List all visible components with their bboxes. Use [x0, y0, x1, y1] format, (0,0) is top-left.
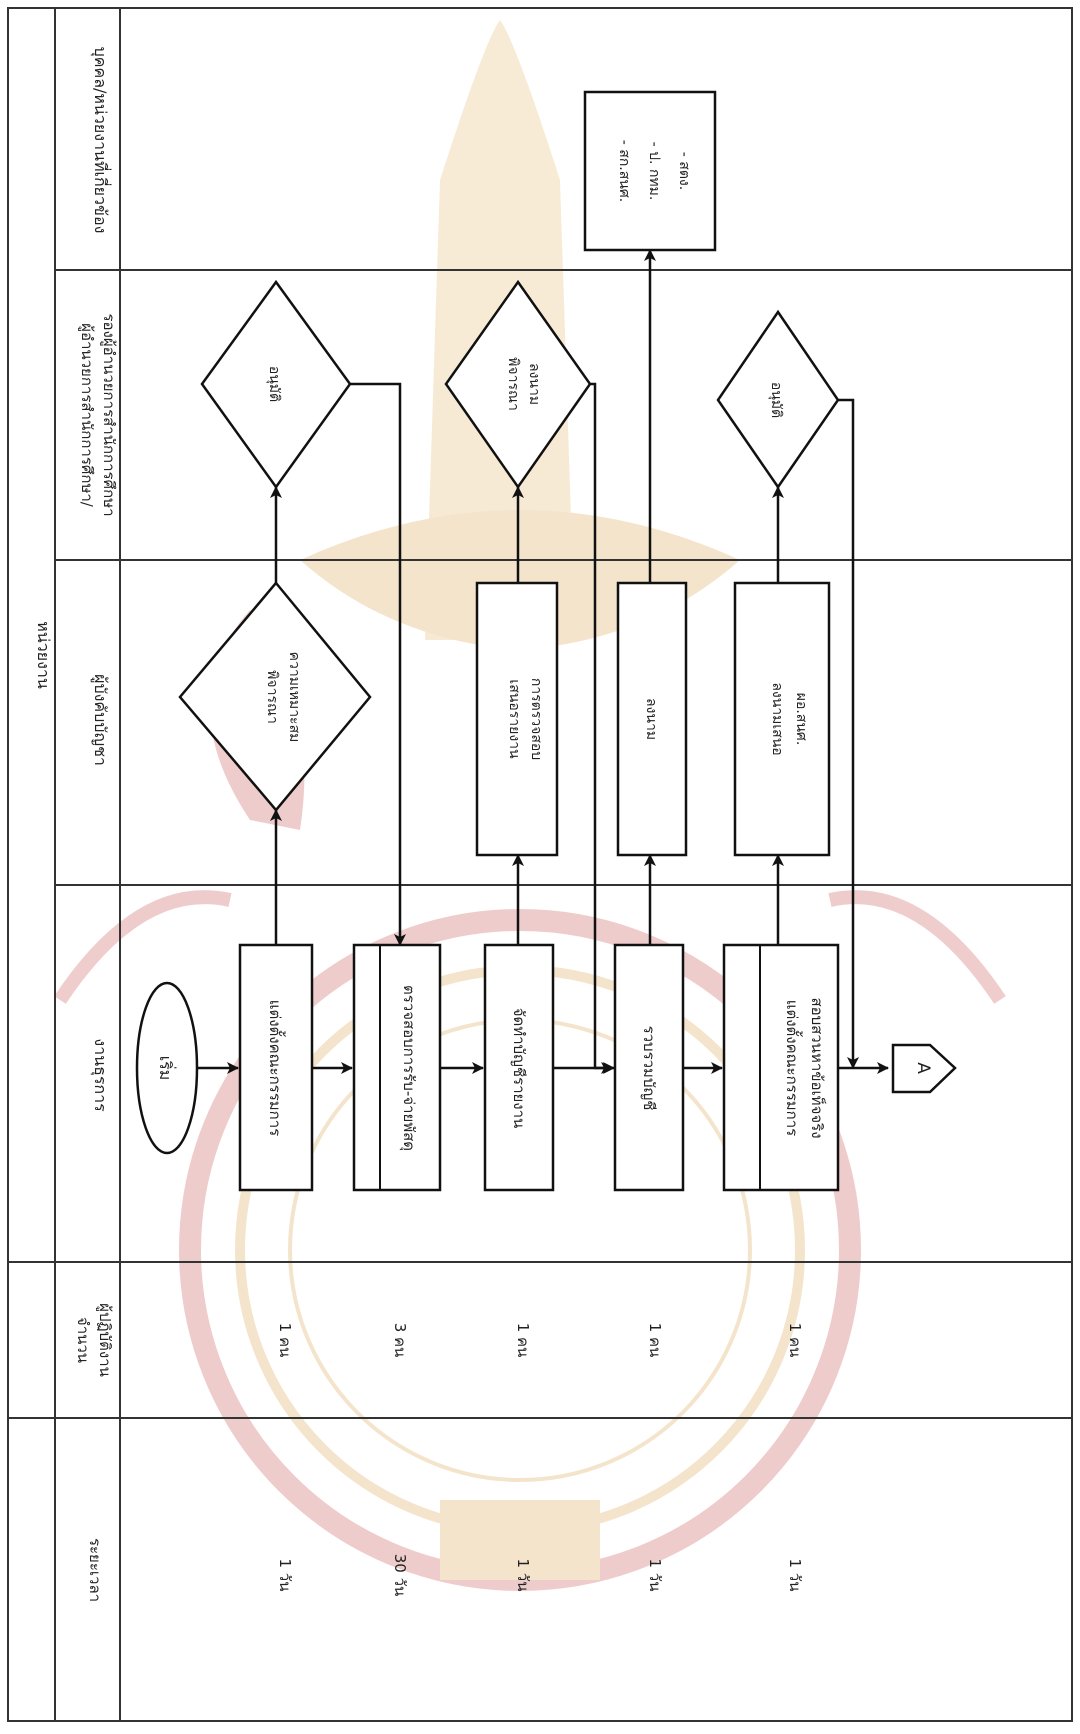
step-prepare-report: จัดทำบัญชีรายงาน [485, 945, 553, 1190]
svg-text:ผอ.สนศ.: ผอ.สนศ. [793, 693, 809, 746]
svg-text:- สก.สนศ.: - สก.สนศ. [616, 140, 632, 202]
decision-approve-2: อนุมัติ [718, 312, 838, 487]
staff-value: 1 คน [646, 1323, 664, 1358]
step-present-report: เสนอรายงาน การตรวจสอบ [477, 583, 557, 855]
svg-text:สอบสวนหาข้อเท็จจริง: สอบสวนหาข้อเท็จจริง [808, 997, 827, 1138]
svg-text:เสนอรายงาน: เสนอรายงาน [506, 679, 522, 759]
svg-text:รวบรวมบัญชี: รวบรวมบัญชี [640, 1026, 658, 1111]
decision-approve-1: อนุมัติ [202, 282, 350, 487]
step-appoint-fact-finding: แต่งตั้งคณะกรรมการ สอบสวนหาข้อเท็จจริง [724, 945, 838, 1190]
svg-text:A: A [913, 1062, 933, 1074]
connector-a: A [893, 1045, 955, 1092]
staff-value: 1 คน [276, 1323, 294, 1358]
staff-header-2: ผู้ปฏิบัติงาน [96, 1303, 114, 1377]
lane-header-director-2: รองผู้อำนวยการสำนักการศึกษา [100, 313, 118, 516]
svg-text:- ป. กทม.: - ป. กทม. [646, 142, 662, 201]
svg-text:อนุมัติ: อนุมัติ [266, 366, 282, 402]
svg-text:แต่งตั้งคณะกรรมการ: แต่งตั้งคณะกรรมการ [783, 1000, 803, 1136]
svg-text:พิจารณา: พิจารณา [505, 357, 521, 411]
step-sign: ลงนาม [618, 583, 686, 855]
svg-text:ลงนาม: ลงนาม [643, 698, 659, 740]
svg-text:จัดทำบัญชีรายงาน: จัดทำบัญชีรายงาน [510, 1008, 528, 1129]
recipients-box: - สก.สนศ. - ป. กทม. - สตง. [585, 92, 715, 250]
svg-text:เริ่ม: เริ่ม [156, 1056, 177, 1081]
svg-text:ลงนาม: ลงนาม [526, 363, 542, 405]
svg-text:พิจารณา: พิจารณา [264, 670, 280, 724]
svg-text:ลงนามเสนอ: ลงนามเสนอ [769, 682, 785, 755]
svg-text:ความเหมาะสม: ความเหมาะสม [286, 652, 302, 743]
duration-value: 1 วัน [276, 1559, 294, 1592]
step-check-receipts: ตรวจสอบการรับ-จ่ายพัสดุ [354, 945, 440, 1190]
step-sign-present: ลงนามเสนอ ผอ.สนศ. [735, 583, 829, 855]
duration-value: 1 วัน [646, 1559, 664, 1592]
duration-value: 1 วัน [514, 1559, 532, 1592]
lane-header-director-1: ผู้อำนวยการสำนักการศึกษา/ [78, 323, 96, 508]
staff-value: 3 คน [391, 1323, 409, 1358]
svg-text:การตรวจสอบ: การตรวจสอบ [528, 678, 544, 760]
svg-text:ตรวจสอบการรับ-จ่ายพัสดุ: ตรวจสอบการรับ-จ่ายพัสดุ [399, 985, 418, 1151]
svg-text:- สตง.: - สตง. [676, 152, 692, 190]
svg-text:อนุมัติ: อนุมัติ [768, 382, 784, 418]
decision-consider-fit: พิจารณา ความเหมาะสม [180, 583, 370, 810]
step-compile-list: รวบรวมบัญชี [615, 945, 683, 1190]
duration-value: 1 วัน [786, 1559, 804, 1592]
start-node: เริ่ม [137, 983, 197, 1153]
lane-header-related: บุคคล/หน่วยงานที่เกี่ยวข้อง [90, 47, 112, 234]
duration-value: 30 วัน [391, 1554, 409, 1597]
lane-header-supervisor: ผู้บังคับบัญชา [90, 674, 110, 766]
duration-header: ระยะเวลา [86, 1538, 104, 1602]
staff-value: 1 คน [786, 1323, 804, 1358]
svg-text:แต่งตั้งคณะกรรมการ: แต่งตั้งคณะกรรมการ [266, 1000, 286, 1136]
staff-header-1: จำนวน [74, 1317, 92, 1363]
step-appoint-committee: แต่งตั้งคณะกรรมการ [240, 945, 312, 1190]
unit-header: หน่วยงาน [34, 621, 53, 689]
staff-value: 1 คน [514, 1323, 532, 1358]
lane-header-admin: งานธุรการ [90, 1038, 110, 1112]
